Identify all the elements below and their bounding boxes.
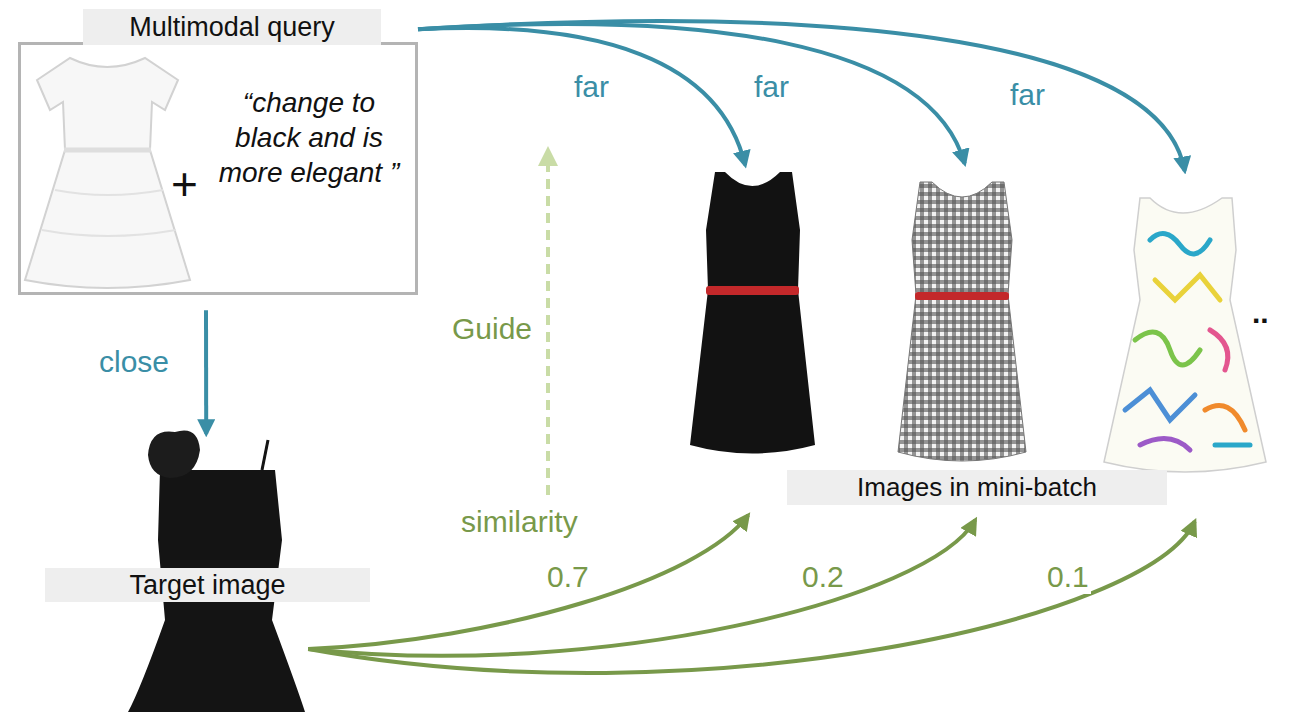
pattern-print bbox=[1125, 234, 1250, 450]
edge-label: far bbox=[1008, 78, 1047, 112]
red-belt bbox=[915, 292, 1009, 300]
red-belt bbox=[706, 286, 799, 295]
modification-text: “change to black and is more elegant ” bbox=[209, 85, 409, 190]
guide-label: Guide bbox=[452, 312, 532, 346]
pattern-dress bbox=[1104, 198, 1266, 472]
edge-label: far bbox=[752, 70, 791, 104]
connector-arrow bbox=[308, 521, 1195, 673]
white-dress-tiers bbox=[42, 190, 176, 236]
query-box: Multimodal query+“change to black and is… bbox=[18, 42, 418, 295]
white-dress-belt bbox=[64, 148, 151, 153]
edge-label: close bbox=[97, 345, 171, 379]
guide-arrow bbox=[546, 150, 550, 495]
connector-arrow bbox=[418, 21, 1185, 171]
target-image: Target image bbox=[45, 428, 374, 715]
black-dress bbox=[690, 172, 815, 454]
connector-arrow bbox=[418, 24, 965, 164]
plus-sign: + bbox=[171, 157, 198, 212]
white-dress bbox=[25, 58, 190, 288]
mini-batch: Images in mini-batch bbox=[685, 160, 1275, 525]
edge-label: 0.2 bbox=[800, 560, 846, 594]
target-dress-strap bbox=[262, 440, 268, 470]
edge-label: 0.1 bbox=[1045, 560, 1091, 594]
gingham-dress bbox=[898, 182, 1026, 461]
similarity-label: similarity bbox=[461, 505, 578, 539]
connector-arrow bbox=[308, 520, 975, 656]
query-heading: Multimodal query bbox=[83, 9, 381, 45]
connector-arrow bbox=[418, 28, 745, 165]
edge-label: 0.7 bbox=[545, 560, 591, 594]
mini-batch-label: Images in mini-batch bbox=[787, 470, 1167, 505]
ellipsis: .. bbox=[1252, 296, 1269, 330]
edge-label: far bbox=[572, 70, 611, 104]
connector-arrow bbox=[204, 310, 208, 434]
target-dress-ruffle bbox=[148, 430, 200, 478]
target-label: Target image bbox=[45, 568, 370, 602]
